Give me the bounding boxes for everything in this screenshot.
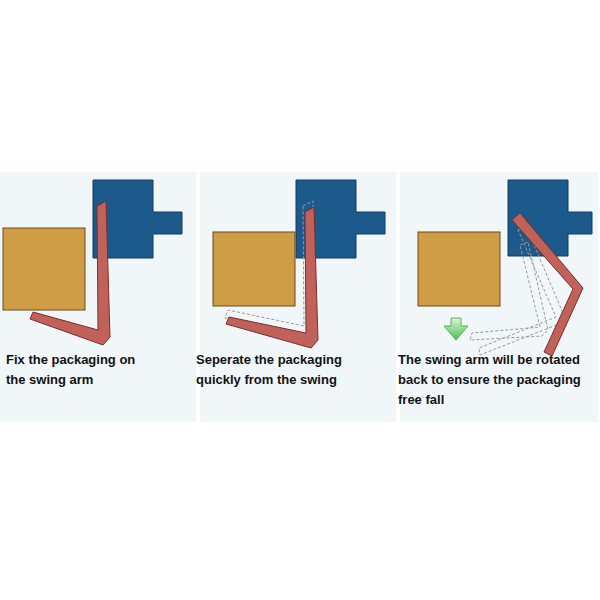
packaging-box (3, 228, 85, 310)
packaging-box (213, 232, 295, 306)
panel-2-figure (213, 180, 385, 348)
panel-3-figure (418, 180, 592, 356)
packaging-box (418, 232, 500, 306)
step-caption: The swing arm will be rotated back to en… (398, 350, 596, 410)
fall-arrow (444, 318, 468, 340)
swing-arm (30, 201, 110, 345)
swing-arm (512, 213, 583, 356)
panel-ground (0, 172, 196, 422)
swing-arm (226, 207, 318, 348)
step-caption: Fix the packaging on the swing arm (6, 350, 156, 390)
panel-1-figure (3, 180, 182, 345)
step-caption: Seperate the packaging quickly from the … (196, 350, 386, 390)
